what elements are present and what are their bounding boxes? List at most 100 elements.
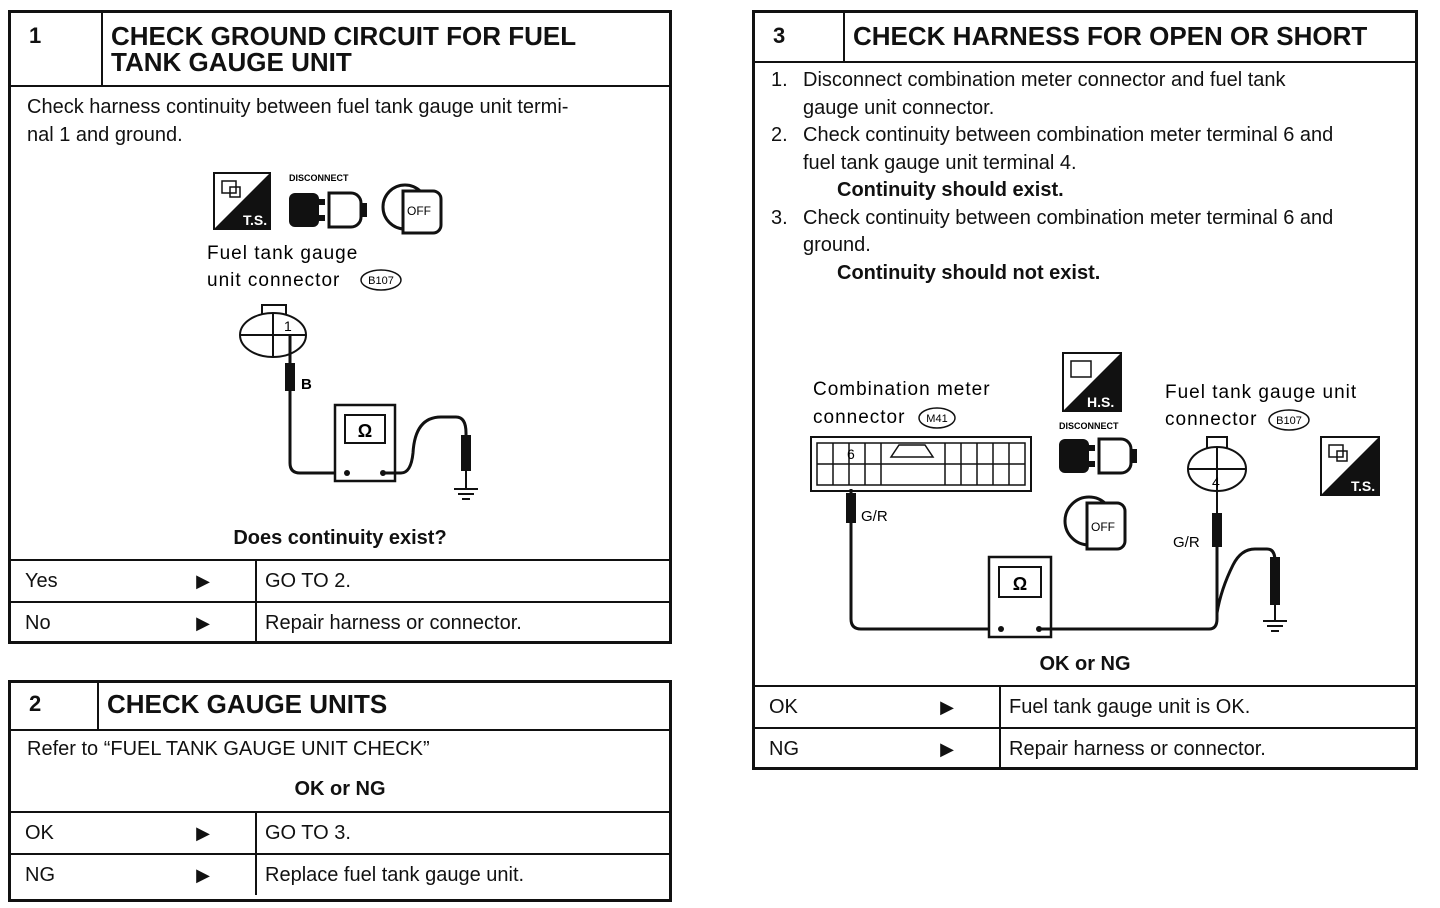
step3-answer-table: OK ▶ Fuel tank gauge unit is OK. NG ▶ Re… xyxy=(755,685,1415,769)
disconnect-icon: DISCONNECT xyxy=(289,173,367,229)
arrow-icon: ▶ xyxy=(940,696,954,717)
item-line1: Disconnect combination meter connector a… xyxy=(803,69,1286,91)
item-line1: Check continuity between combination met… xyxy=(803,124,1334,146)
ignition-off-label: OFF xyxy=(407,204,431,218)
item-line2: fuel tank gauge unit terminal 4. xyxy=(803,151,1077,174)
answer-label: OK xyxy=(25,821,54,844)
step3-title: CHECK HARNESS FOR OPEN OR SHORT xyxy=(853,21,1368,51)
step3-item-1: 1.Disconnect combination meter connector… xyxy=(755,67,1415,122)
ohm-symbol: Ω xyxy=(1013,574,1027,594)
step1-instructions: Check harness continuity between fuel ta… xyxy=(11,87,669,149)
action-text: Replace fuel tank gauge unit. xyxy=(255,855,669,895)
arrow-icon: ▶ xyxy=(940,738,954,759)
step1-wire-color: B xyxy=(301,376,312,393)
step3-item-2: 2. Check continuity between combination m… xyxy=(755,122,1415,177)
step1-terminal: 1 xyxy=(284,318,292,334)
step1-connector-label-2: unit connector xyxy=(207,270,340,291)
ignition-off-label: OFF xyxy=(1091,520,1115,534)
fuel-terminal: 4 xyxy=(1212,474,1220,490)
step3-diagram: Combination meter connector M41 6 G/R xyxy=(810,352,1380,639)
step1-connector-label-1: Fuel tank gauge xyxy=(207,243,358,264)
combination-meter-connector: 6 xyxy=(810,436,1032,492)
step1-instr-line1: Check harness continuity between fuel ta… xyxy=(27,96,569,118)
step3-box: 3 CHECK HARNESS FOR OPEN OR SHORT 1.Disc… xyxy=(752,10,1418,770)
fuel-connector-code: B107 xyxy=(1276,415,1302,427)
meter-connector-label-1: Combination meter xyxy=(813,379,991,400)
item-text: Check continuity between combination met… xyxy=(803,122,1333,177)
item-number: 3. xyxy=(771,206,788,229)
step3-note-1: Continuity should exist. xyxy=(837,179,1064,201)
step1-row-yes: Yes ▶ GO TO 2. xyxy=(11,559,669,601)
action-text: GO TO 3. xyxy=(255,813,669,853)
fuel-gauge-connector: 4 xyxy=(1187,436,1247,492)
step2-box: 2 CHECK GAUGE UNITS Refer to “FUEL TANK … xyxy=(8,680,672,902)
step2-number: 2 xyxy=(11,683,99,729)
step3-instructions: 1.Disconnect combination meter connector… xyxy=(755,63,1415,287)
step1-connector-code: B107 xyxy=(368,275,394,287)
ignition-off-icon: OFF xyxy=(381,183,443,235)
step3-item-3: 3. Check continuity between combination m… xyxy=(755,205,1415,260)
fuel-connector-label-2: connector xyxy=(1165,409,1257,430)
ts-icon: T.S. xyxy=(1320,436,1380,496)
item-text: Check continuity between combination met… xyxy=(803,205,1333,260)
step3-header: 3 CHECK HARNESS FOR OPEN OR SHORT xyxy=(755,13,1415,63)
disconnect-icon-label: DISCONNECT xyxy=(1059,421,1119,431)
ts-icon-label: T.S. xyxy=(1351,478,1375,494)
answer-label: NG xyxy=(25,863,55,886)
ts-icon-label: T.S. xyxy=(243,212,267,228)
fuel-connector-label-1: Fuel tank gauge unit xyxy=(1165,382,1357,403)
action-text: GO TO 2. xyxy=(255,561,669,601)
ohmmeter-icon: Ω xyxy=(333,403,397,483)
step3-row-ok: OK ▶ Fuel tank gauge unit is OK. xyxy=(755,685,1415,727)
step1-title-line2: TANK GAUGE UNIT xyxy=(111,47,352,77)
step1-title: CHECK GROUND CIRCUIT FOR FUEL TANK GAUGE… xyxy=(103,13,584,85)
item-line2: ground. xyxy=(803,234,871,256)
step1-row-no: No ▶ Repair harness or connector. xyxy=(11,601,669,643)
step1-box: 1 CHECK GROUND CIRCUIT FOR FUEL TANK GAU… xyxy=(8,10,672,644)
arrow-icon: ▶ xyxy=(196,612,210,633)
answer-label: NG xyxy=(769,737,799,760)
step2-header: 2 CHECK GAUGE UNITS xyxy=(11,683,669,731)
meter-terminal: 6 xyxy=(847,446,855,462)
step2-question: OK or NG xyxy=(294,778,386,800)
action-text: Repair harness or connector. xyxy=(255,603,669,643)
step3-note-2: Continuity should not exist. xyxy=(837,261,1101,284)
meter-wire-color: G/R xyxy=(861,508,888,525)
ignition-off-icon: OFF xyxy=(1063,495,1127,551)
step2-row-ok: OK ▶ GO TO 3. xyxy=(11,811,669,853)
ohm-symbol: Ω xyxy=(358,421,372,441)
step3-row-ng: NG ▶ Repair harness or connector. xyxy=(755,727,1415,769)
fuel-gauge-connector: 1 xyxy=(239,304,307,358)
meter-connector-code: M41 xyxy=(926,413,947,425)
step1-header: 1 CHECK GROUND CIRCUIT FOR FUEL TANK GAU… xyxy=(11,13,669,87)
step2-instructions: Refer to “FUEL TANK GAUGE UNIT CHECK” xyxy=(27,738,430,760)
step2-row-ng: NG ▶ Replace fuel tank gauge unit. xyxy=(11,853,669,895)
step1-title-line1: CHECK GROUND CIRCUIT FOR FUEL xyxy=(111,21,577,51)
ohmmeter-icon: Ω xyxy=(987,555,1053,639)
arrow-icon: ▶ xyxy=(196,864,210,885)
item-line1: Check continuity between combination met… xyxy=(803,206,1334,229)
step1-number: 1 xyxy=(11,13,103,85)
step2-answer-table: OK ▶ GO TO 3. NG ▶ Replace fuel tank gau… xyxy=(11,811,669,895)
arrow-icon: ▶ xyxy=(196,570,210,591)
ts-icon: T.S. xyxy=(213,172,271,230)
meter-connector-label-2: connector xyxy=(813,407,905,428)
item-text: Disconnect combination meter connector a… xyxy=(803,67,1286,122)
step1-instr-line2: nal 1 and ground. xyxy=(27,124,183,146)
item-number: 2. xyxy=(771,124,788,146)
step3-number: 3 xyxy=(755,13,845,61)
item-line2: gauge unit connector. xyxy=(803,96,995,119)
hs-icon: H.S. xyxy=(1062,352,1122,412)
step3-question: OK or NG xyxy=(1039,653,1131,675)
action-text: Fuel tank gauge unit is OK. xyxy=(999,687,1415,727)
answer-label: No xyxy=(25,611,51,634)
arrow-icon: ▶ xyxy=(196,822,210,843)
answer-label: OK xyxy=(769,695,798,718)
hs-icon-label: H.S. xyxy=(1087,394,1114,410)
step1-answer-table: Yes ▶ GO TO 2. No ▶ Repair harness or co… xyxy=(11,559,669,643)
answer-label: Yes xyxy=(25,569,58,592)
step1-question: Does continuity exist? xyxy=(233,527,447,549)
disconnect-icon: DISCONNECT xyxy=(1059,421,1137,475)
step1-diagram: T.S. DISCONNECT OFF Fuel tank gauge unit… xyxy=(207,172,478,500)
step2-title: CHECK GAUGE UNITS xyxy=(107,689,388,719)
